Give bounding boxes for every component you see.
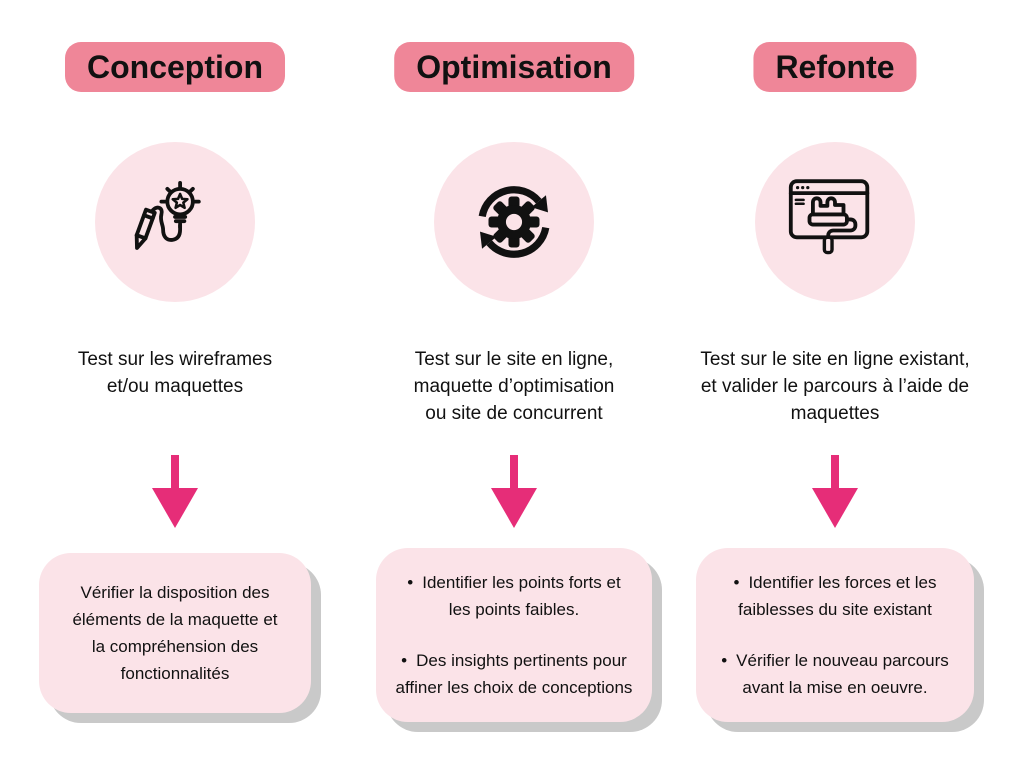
- list-item: •Identifier les forces et les faiblesses…: [702, 569, 968, 623]
- column-title: Conception: [87, 49, 263, 85]
- icon-circle: [434, 142, 594, 302]
- arrow-head: [491, 488, 537, 528]
- column-description: Test sur les wireframes et/ou maquettes: [77, 349, 273, 397]
- sync-gear-icon: [478, 186, 550, 258]
- arrow-head: [152, 488, 198, 528]
- column-conception: Conception: [25, 0, 325, 768]
- list-item: • Vérifier le nouveau parcours avant la m…: [702, 647, 968, 701]
- list-item-text: Des insights pertinents pour affiner les…: [395, 651, 633, 697]
- column-header-pill: Conception: [65, 42, 285, 92]
- column-title: Optimisation: [416, 49, 612, 85]
- list-item-text: Identifier les points forts et les point…: [422, 573, 621, 619]
- arrow-head: [812, 488, 858, 528]
- bullet-dot: •: [401, 651, 408, 670]
- result-text: Vérifier la disposition des éléments de …: [72, 583, 278, 683]
- list-item-text: Vérifier le nouveau parcours avant la mi…: [736, 651, 949, 697]
- list-item: •Des insights pertinents pour affiner le…: [382, 647, 646, 701]
- list-item-text: Identifier les forces et les faiblesses …: [738, 573, 937, 619]
- arrow-stem: [510, 455, 518, 488]
- browser-paint-roller-icon: [788, 179, 870, 255]
- arrow-stem: [171, 455, 179, 488]
- result-box: Vérifier la disposition des éléments de …: [39, 553, 311, 713]
- down-arrow: [491, 455, 537, 528]
- down-arrow: [812, 455, 858, 528]
- result-list: • Identifier les points forts et les poin…: [382, 569, 646, 701]
- column-optimisation: Optimisation: [362, 0, 666, 768]
- column-header-pill: Refonte: [753, 42, 917, 92]
- column-title: Refonte: [775, 49, 895, 85]
- pencil-idea-icon: [134, 180, 201, 250]
- column-description: Test sur le site en ligne, maquette d’op…: [413, 349, 615, 424]
- bullet-dot: •: [733, 573, 740, 592]
- icon-circle: [755, 142, 915, 302]
- column-header-pill: Optimisation: [394, 42, 634, 92]
- column-description: Test sur le site en ligne existant, et v…: [700, 349, 970, 424]
- icon-circle: [95, 142, 255, 302]
- bullet-dot: •: [721, 651, 728, 670]
- column-refonte: Refonte Test sur le site en lign: [665, 0, 1005, 768]
- list-item: • Identifier les points forts et les poin…: [382, 569, 646, 623]
- result-box: • Identifier les points forts et les poin…: [376, 548, 652, 722]
- down-arrow: [152, 455, 198, 528]
- result-list: •Identifier les forces et les faiblesses…: [702, 569, 968, 701]
- arrow-stem: [831, 455, 839, 488]
- result-box: •Identifier les forces et les faiblesses…: [696, 548, 974, 722]
- bullet-dot: •: [407, 573, 414, 592]
